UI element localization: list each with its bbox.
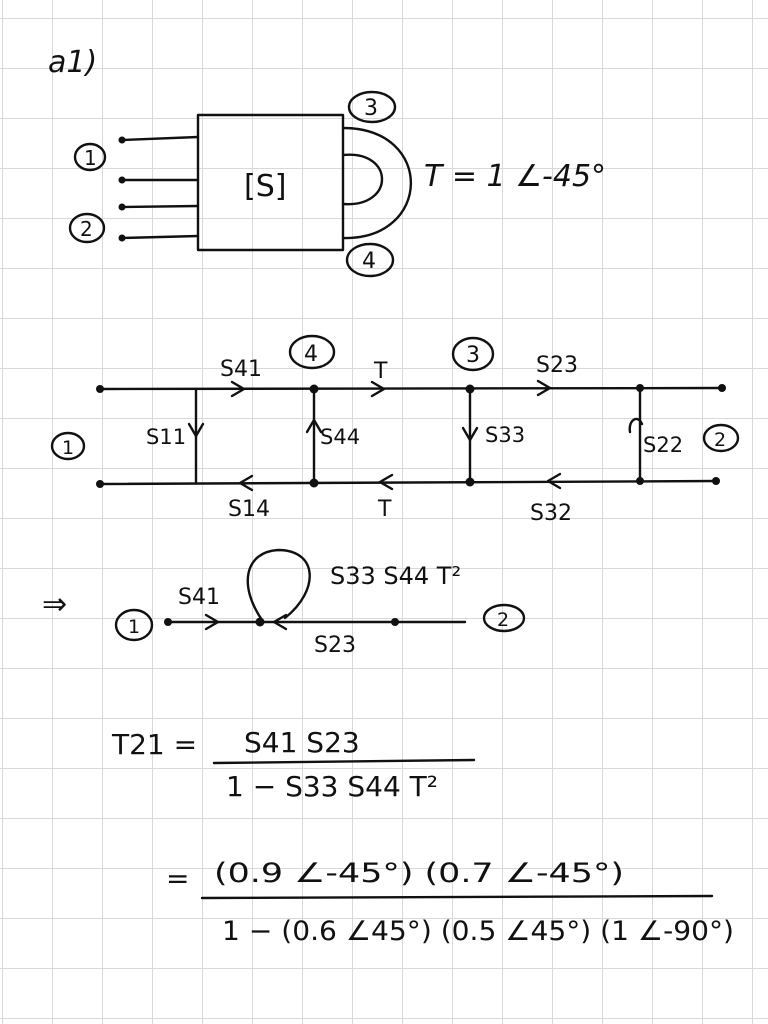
label-self-loop: S33 S44 T²: [330, 562, 461, 590]
label-s11: S11: [146, 425, 186, 449]
denominator: 1 − S33 S44 T²: [226, 770, 438, 803]
arrow-reduced-s41: [204, 613, 220, 631]
numerator: S41 S23: [244, 726, 360, 759]
graph-port-2-marker: 2: [702, 423, 740, 453]
reduced-port-2-marker: 2: [482, 603, 526, 633]
port-3-marker: 3: [347, 90, 397, 124]
denominator-values: 1 − (0.6 ∠45°) (0.5 ∠45°) (1 ∠-90°): [222, 916, 734, 947]
port-1-marker: 1: [73, 142, 107, 172]
svg-text:4: 4: [304, 342, 318, 367]
label-reduced-s23: S23: [314, 633, 356, 658]
port-2-marker: 2: [68, 212, 106, 244]
svg-text:2: 2: [714, 429, 726, 451]
signal-flow-graph: [96, 379, 726, 492]
s-parameter-block: [S]: [118, 113, 413, 252]
self-loop: [246, 548, 311, 622]
termination-label: T = 1 ∠-45°: [424, 159, 606, 194]
matrix-label: [S]: [244, 169, 286, 204]
label-reduced-s41: S41: [178, 585, 220, 610]
reduced-port-1-marker: 1: [114, 608, 154, 642]
svg-text:2: 2: [497, 609, 509, 631]
arrow-s44: [305, 418, 323, 434]
arrow-s41: [230, 380, 246, 398]
label-s23: S23: [536, 353, 578, 378]
svg-text:1: 1: [84, 146, 97, 170]
graph-port-1-marker: 1: [50, 431, 86, 461]
fraction-bar-2: [200, 894, 714, 900]
svg-text:2: 2: [80, 217, 93, 241]
label-s44: S44: [320, 425, 360, 449]
problem-label: a1): [48, 45, 97, 80]
reduced-flow-graph: [164, 548, 467, 631]
arrow-t-bottom: [378, 473, 394, 491]
arrow-s33: [461, 426, 479, 442]
arrow-s14: [238, 474, 254, 492]
port-4-marker: 4: [345, 242, 395, 278]
equation2-prefix: =: [166, 862, 189, 895]
node-3-marker: 3: [451, 336, 495, 372]
implies-arrow: ⇒: [42, 587, 67, 622]
arrow-reduced-s23: [272, 613, 288, 631]
label-t-top: T: [373, 359, 388, 384]
numerator-values: (0.9 ∠-45°) (0.7 ∠-45°): [214, 858, 624, 889]
equation-lhs: T21 =: [111, 728, 197, 761]
svg-text:3: 3: [466, 343, 480, 368]
label-t-bottom: T: [377, 497, 392, 522]
arrow-s32: [546, 472, 562, 490]
label-s41: S41: [220, 357, 262, 382]
svg-text:1: 1: [62, 437, 74, 459]
arrow-s23: [536, 379, 552, 397]
label-s32: S32: [530, 501, 572, 526]
svg-text:4: 4: [362, 249, 376, 274]
svg-text:3: 3: [364, 96, 378, 121]
node-4-marker: 4: [288, 334, 336, 370]
svg-text:1: 1: [128, 616, 140, 638]
fraction-bar-1: [212, 758, 476, 765]
arrow-s11: [187, 422, 205, 438]
label-s22: S22: [643, 433, 683, 457]
label-s33: S33: [485, 423, 525, 447]
label-s14: S14: [228, 497, 270, 522]
arrow-s22: [628, 417, 644, 434]
arrow-t-top: [370, 380, 386, 398]
